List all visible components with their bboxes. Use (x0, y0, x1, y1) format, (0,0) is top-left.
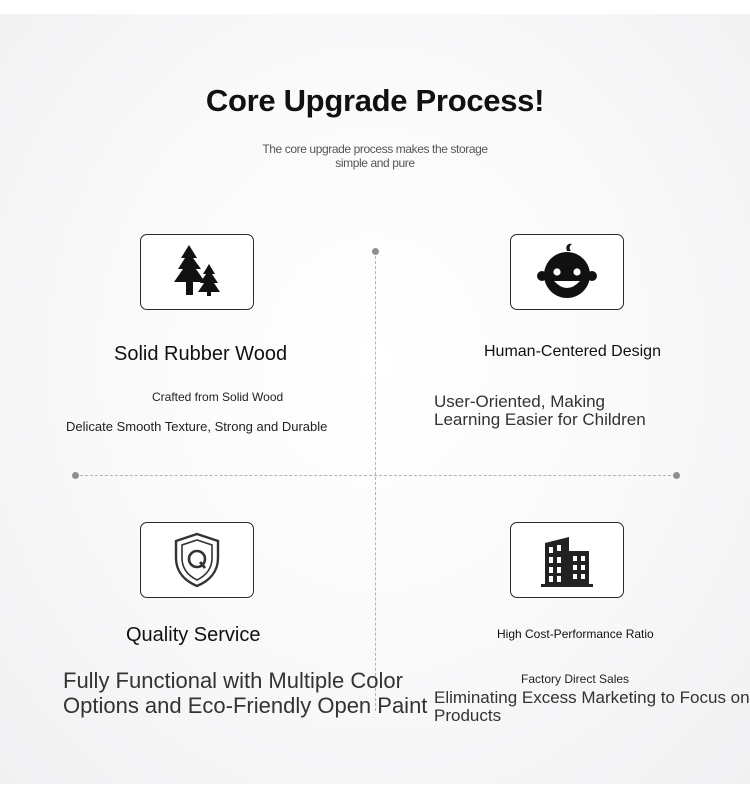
divider-dot-left (72, 472, 79, 479)
price-desc: Eliminating Excess Marketing to Focus on… (434, 688, 750, 725)
trees-icon (174, 245, 220, 296)
quality-icon-box (140, 522, 254, 598)
vertical-divider (375, 251, 376, 711)
design-title: Human-Centered Design (484, 343, 661, 360)
design-desc: User-Oriented, Making Learning Easier fo… (434, 392, 646, 429)
wood-line-1: Crafted from Solid Wood (152, 390, 284, 404)
quality-title: Quality Service (126, 624, 261, 646)
divider-dot-right (673, 472, 680, 479)
price-title: High Cost-Performance Ratio (497, 627, 654, 641)
design-icon-box (510, 234, 624, 310)
wood-icon-box (140, 234, 254, 310)
wood-title: Solid Rubber Wood (114, 343, 288, 365)
bottom-strip (0, 784, 750, 788)
child-face-icon (537, 243, 597, 298)
horizontal-divider (75, 475, 676, 476)
price-icon-box (510, 522, 624, 598)
page-subtitle: The core upgrade process makes the stora… (262, 142, 488, 170)
top-strip (0, 0, 750, 14)
quality-desc: Fully Functional with Multiple Color Opt… (63, 668, 428, 718)
building-icon (541, 537, 593, 587)
shield-q-icon (174, 532, 220, 588)
price-line-1: Factory Direct Sales (521, 672, 630, 686)
page-title: Core Upgrade Process! (205, 83, 545, 118)
wood-line-2: Delicate Smooth Texture, Strong and Dura… (66, 419, 328, 434)
divider-dot-top (372, 248, 379, 255)
